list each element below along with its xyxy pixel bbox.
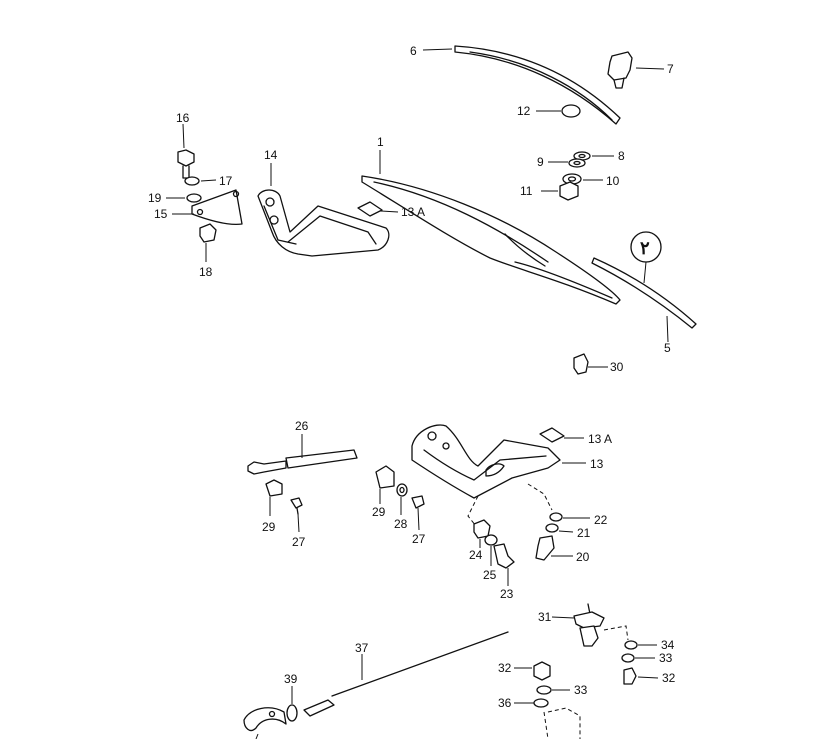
part-8-washer bbox=[573, 151, 614, 161]
callout-24: 24 bbox=[469, 548, 483, 562]
part-15-plate bbox=[172, 189, 243, 226]
callout-29-middle: 29 bbox=[372, 505, 386, 519]
callout-28: 28 bbox=[394, 517, 408, 531]
callout-36: 36 bbox=[498, 696, 512, 710]
part-28-washer bbox=[396, 483, 408, 515]
part-13-hinge-bracket bbox=[411, 424, 586, 527]
part-11-nut bbox=[541, 181, 579, 201]
part-18-nut bbox=[199, 223, 217, 262]
callout-13a-top: 13 A bbox=[401, 205, 425, 219]
callout-30: 30 bbox=[610, 360, 624, 374]
callout-27-middle: 27 bbox=[412, 532, 426, 546]
part-7-buffer bbox=[607, 51, 665, 89]
callout-13: 13 bbox=[590, 457, 604, 471]
callout-5: 5 bbox=[664, 341, 671, 355]
callout-6: 6 bbox=[410, 44, 417, 58]
part-34-washer bbox=[624, 640, 657, 650]
part-30-grommet bbox=[573, 353, 608, 375]
part-26-gas-strut bbox=[247, 434, 358, 475]
callout-27-left: 27 bbox=[292, 535, 306, 549]
callout-33-right: 33 bbox=[659, 651, 673, 665]
part-16-bolt bbox=[177, 123, 195, 179]
part-32-right-bolt bbox=[623, 667, 659, 685]
circled-badge bbox=[630, 231, 662, 284]
callout-18: 18 bbox=[199, 265, 213, 279]
part-37-rod bbox=[303, 631, 509, 717]
part-17-washer bbox=[184, 176, 217, 186]
part-29-middle-clip bbox=[375, 465, 395, 504]
part-14-hinge-bracket bbox=[257, 163, 390, 257]
part-36-washer bbox=[514, 698, 581, 739]
part-19-washer bbox=[166, 193, 202, 203]
callout-34: 34 bbox=[661, 638, 675, 652]
part-22-washer bbox=[549, 512, 590, 522]
part-23-bolt bbox=[493, 543, 515, 586]
part-6-seal-strip bbox=[422, 45, 621, 125]
part-29-left-clip bbox=[265, 479, 283, 516]
callout-15: 15 bbox=[154, 207, 168, 221]
part-20-bolt bbox=[535, 535, 573, 561]
part-12-grommet bbox=[536, 104, 581, 118]
callout-12: 12 bbox=[517, 104, 531, 118]
part-13a-middle-clip bbox=[539, 427, 584, 443]
callout-26: 26 bbox=[295, 419, 309, 433]
part-1-window-glass bbox=[361, 150, 621, 305]
part-27-middle-pin bbox=[411, 495, 425, 531]
callout-22: 22 bbox=[594, 513, 608, 527]
part-27-left-pin bbox=[290, 497, 303, 533]
callout-25: 25 bbox=[483, 568, 497, 582]
callout-14: 14 bbox=[264, 148, 278, 162]
callout-7: 7 bbox=[667, 62, 674, 76]
callout-9: 9 bbox=[537, 155, 544, 169]
part-21-washer bbox=[545, 523, 574, 533]
part-25-washer bbox=[484, 534, 498, 566]
callout-11: 11 bbox=[520, 184, 533, 198]
part-33-bottom-washer bbox=[536, 685, 570, 695]
part-13a-top-clip bbox=[357, 201, 399, 217]
callout-37: 37 bbox=[355, 641, 369, 655]
part-9-washer bbox=[548, 158, 586, 168]
callout-8: 8 bbox=[618, 149, 625, 163]
part-33-right-washer bbox=[621, 653, 655, 663]
callout-16: 16 bbox=[176, 111, 190, 125]
callout-29-left: 29 bbox=[262, 520, 276, 534]
callout-17: 17 bbox=[219, 174, 233, 188]
part-39-washer bbox=[286, 686, 298, 722]
part-5-seal bbox=[591, 257, 697, 343]
part-31-latch bbox=[551, 603, 629, 647]
callout-19: 19 bbox=[148, 191, 162, 205]
part-32-bottom-bolt bbox=[514, 661, 551, 681]
callout-13a-middle: 13 A bbox=[588, 432, 612, 446]
callout-21: 21 bbox=[577, 526, 591, 540]
callout-32-right: 32 bbox=[662, 671, 676, 685]
callout-32-bottom: 32 bbox=[498, 661, 512, 675]
badge-glyph: ٢ bbox=[640, 238, 650, 258]
callout-23: 23 bbox=[500, 587, 514, 601]
callout-39: 39 bbox=[284, 672, 298, 686]
callout-1: 1 bbox=[377, 135, 384, 149]
callout-33-bottom: 33 bbox=[574, 683, 588, 697]
callout-31: 31 bbox=[538, 610, 552, 624]
hook-part bbox=[243, 707, 287, 739]
callout-20: 20 bbox=[576, 550, 590, 564]
callout-10: 10 bbox=[606, 174, 620, 188]
